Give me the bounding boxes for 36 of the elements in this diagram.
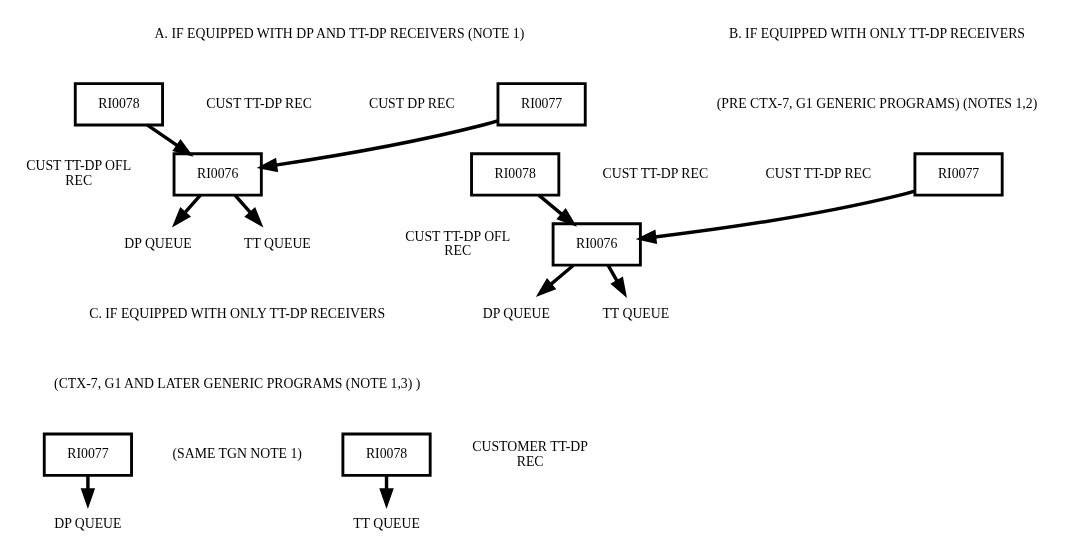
- arrow: [256, 119, 499, 173]
- arrow: [635, 189, 916, 244]
- node-text: DP QUEUE: [482, 306, 550, 322]
- node-label: CUST DP REC: [368, 95, 455, 111]
- node-box: RI0078: [341, 432, 432, 477]
- arrow: [80, 475, 96, 509]
- arrow: [537, 193, 577, 227]
- label: C. IF EQUIPPED WITH ONLY TT-DP RECEIVERS: [89, 306, 386, 322]
- node-box: RI0077: [42, 432, 133, 477]
- label: (CTX-7, G1 AND LATER GENERIC PROGRAMS (NOTE 1,3) ): [54, 376, 421, 392]
- label: A. IF EQUIPPED WITH DP AND TT-DP RECEIVERS (NOTE 1): [154, 25, 525, 41]
- node-text: TT QUEUE: [353, 516, 420, 532]
- node-label: CUSTOMER TT-DP REC: [472, 438, 588, 469]
- label: (PRE CTX-7, G1 GENERIC PROGRAMS) (NOTES 1,2): [716, 95, 1038, 111]
- arrow: [171, 194, 202, 228]
- node-label: CUST TT-DP OFL REC: [405, 228, 511, 259]
- arrow: [233, 194, 264, 228]
- label: B. IF EQUIPPED WITH ONLY TT-DP RECEIVERS: [729, 25, 1025, 41]
- label: (SAME TGN NOTE 1): [172, 446, 302, 462]
- node-label: CUST TT-DP REC: [765, 165, 872, 181]
- node-label: CUST TT-DP REC: [602, 165, 709, 181]
- node-box: RI0078: [73, 82, 164, 127]
- node-text: TT QUEUE: [244, 236, 311, 252]
- node-box: RI0077: [913, 152, 1004, 197]
- arrow: [146, 123, 194, 157]
- arrow: [535, 263, 575, 297]
- node-label: CUST TT-DP REC: [206, 95, 312, 111]
- node-text: DP QUEUE: [54, 516, 122, 532]
- node-label: CUST TT-DP OFL REC: [26, 158, 132, 189]
- arrow: [606, 264, 627, 299]
- node-text: DP QUEUE: [124, 236, 192, 252]
- node-box: RI0077: [496, 82, 587, 127]
- node-text: TT QUEUE: [602, 306, 670, 322]
- node-box: RI0076: [172, 152, 263, 197]
- node-box: RI0078: [470, 152, 561, 197]
- node-box: RI0076: [551, 222, 642, 267]
